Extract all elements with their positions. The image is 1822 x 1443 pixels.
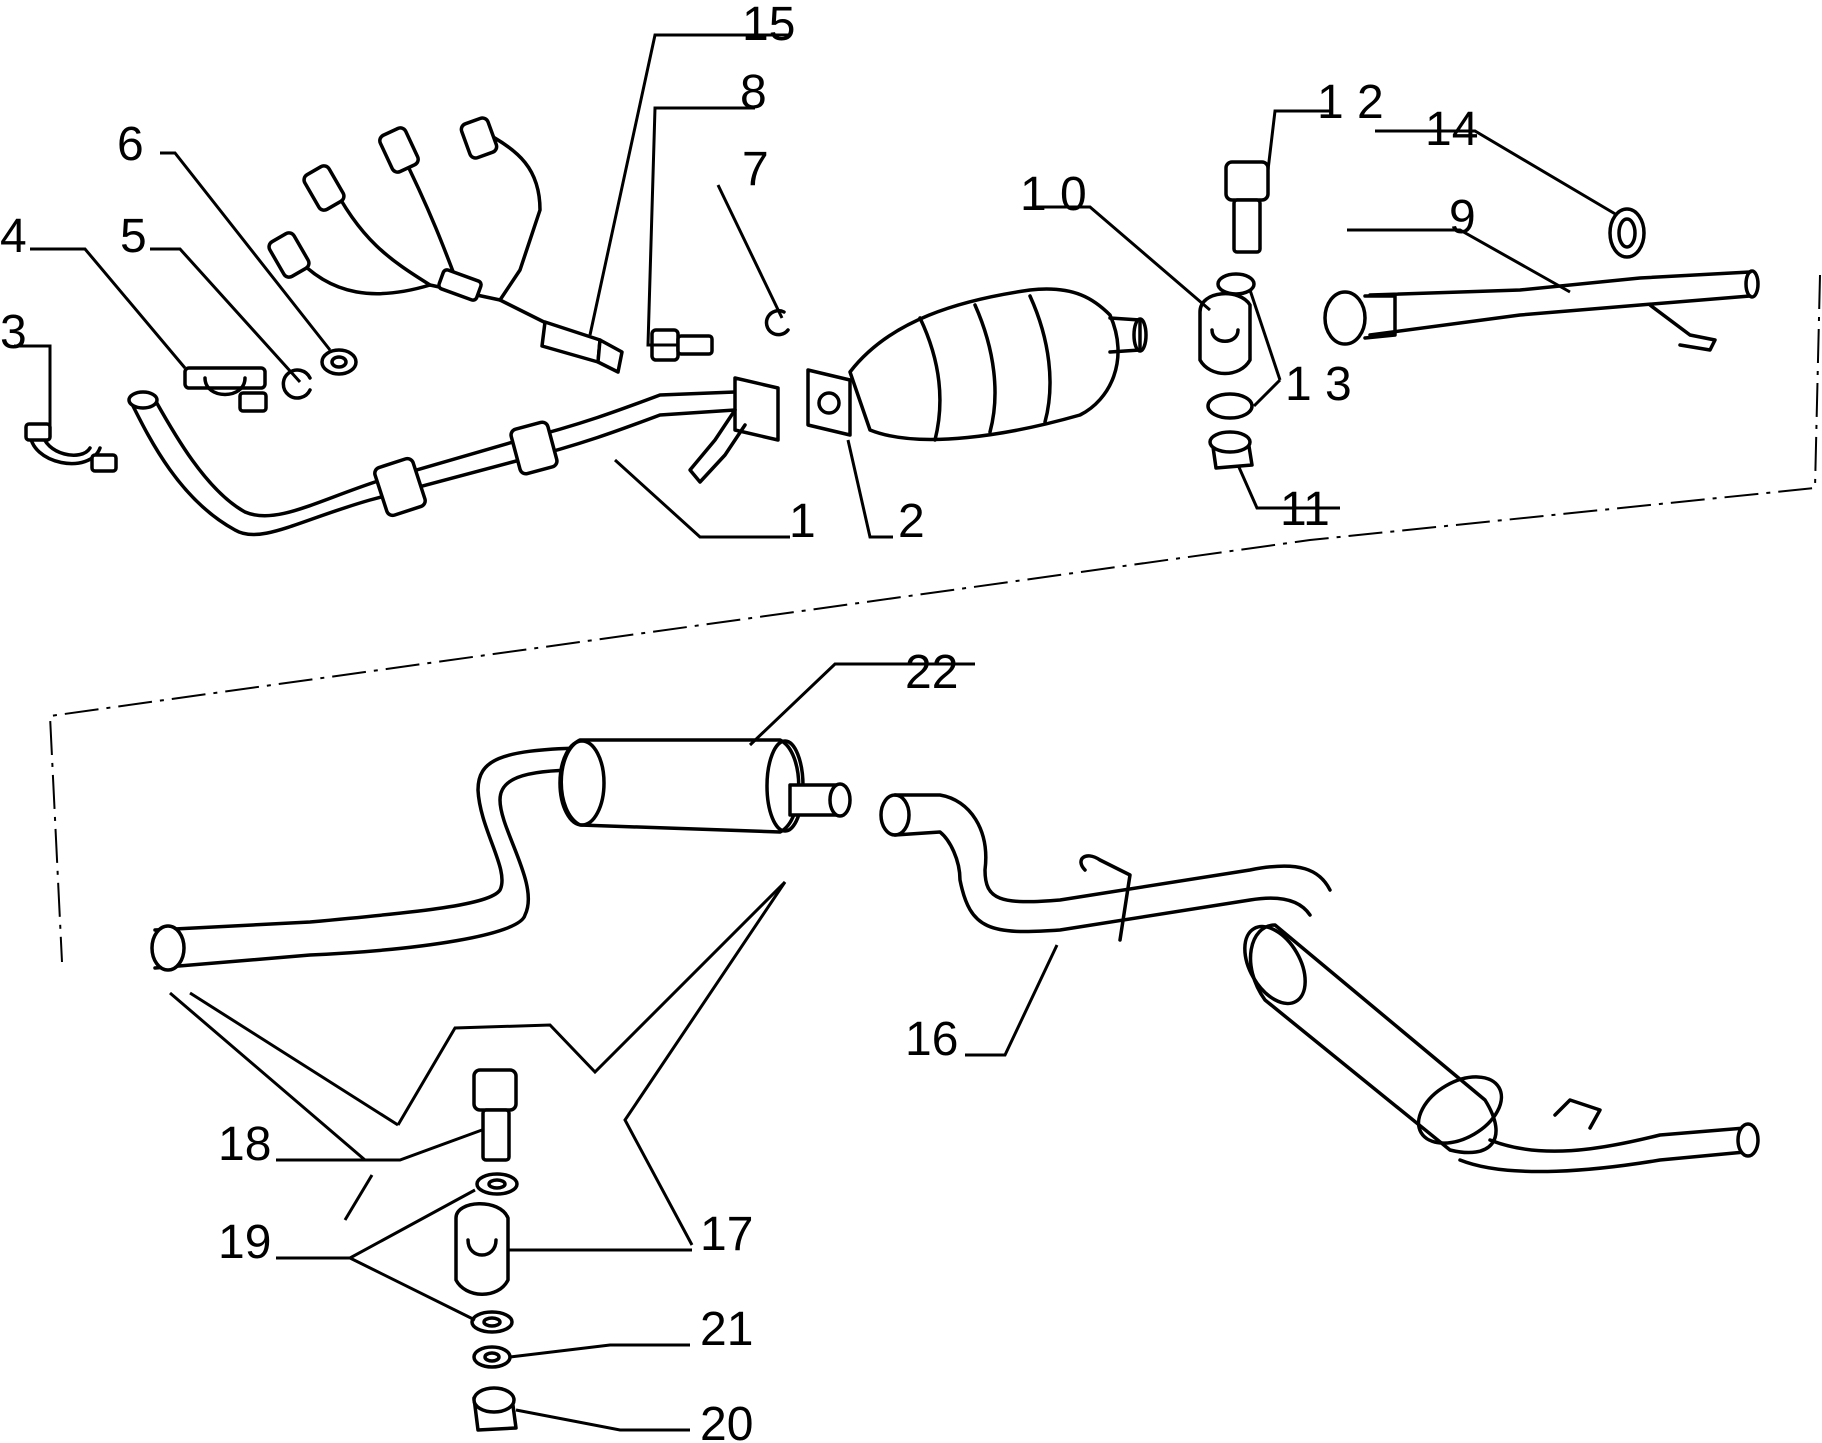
- bolt-part-8: [650, 328, 714, 362]
- oxygen-sensor-part: [267, 116, 624, 374]
- seal-ring-part-14: [1608, 207, 1646, 259]
- callout-20: 20: [700, 1398, 753, 1443]
- clip-part-7: [764, 308, 790, 337]
- callout-16: 16: [905, 1013, 958, 1066]
- callout-15: 15: [742, 0, 795, 51]
- callout-2: 2: [898, 495, 925, 548]
- clip-part-5: [281, 368, 312, 400]
- callout-12: 1 2: [1317, 76, 1384, 129]
- callout-3: 3: [0, 306, 27, 359]
- washer-part-19: [470, 1172, 519, 1334]
- bolt-part-12: [1224, 160, 1270, 254]
- callout-4: 4: [0, 210, 27, 263]
- catalytic-converter-part: [806, 287, 1148, 442]
- callout-1: 1: [789, 495, 816, 548]
- center-silencer-part-22: [150, 738, 852, 972]
- lock-washer-part-21: [472, 1345, 512, 1369]
- assembly-boundary: [48, 274, 1821, 963]
- callout-21: 21: [700, 1303, 753, 1356]
- leader-lines: [14, 33, 1618, 1432]
- clamp-part-3: [24, 422, 118, 473]
- callout-9: 9: [1449, 191, 1476, 244]
- callout-8: 8: [740, 66, 767, 119]
- callout-22: 22: [905, 646, 958, 699]
- front-pipe-part: [127, 376, 780, 537]
- callout-18: 18: [218, 1118, 271, 1171]
- rubber-mount-part-17: [454, 1202, 510, 1296]
- callout-11: 11: [1280, 483, 1330, 536]
- bolt-part-18: [472, 1068, 518, 1162]
- callout-labels: 1 2 3 4 5 6 7 8 9 1 0 11 1 2 1 3 14 15 1…: [0, 0, 1478, 1443]
- callout-17: 17: [700, 1208, 753, 1261]
- callout-7: 7: [742, 143, 769, 196]
- nut-part-11: [1208, 430, 1254, 470]
- washer-part-13: [1206, 272, 1256, 420]
- callout-5: 5: [120, 210, 147, 263]
- rear-silencer-part-16: [879, 793, 1760, 1174]
- callout-13: 1 3: [1285, 358, 1352, 411]
- intermediate-pipe-part-9: [1323, 269, 1760, 352]
- rubber-mount-part-10: [1198, 292, 1252, 376]
- bracket-part-4: [183, 366, 268, 413]
- callout-14: 14: [1425, 103, 1478, 156]
- callout-19: 19: [218, 1216, 271, 1269]
- nut-part-6: [320, 348, 358, 376]
- callout-10: 1 0: [1020, 168, 1087, 221]
- callout-6: 6: [117, 118, 144, 171]
- nut-part-20: [472, 1386, 518, 1432]
